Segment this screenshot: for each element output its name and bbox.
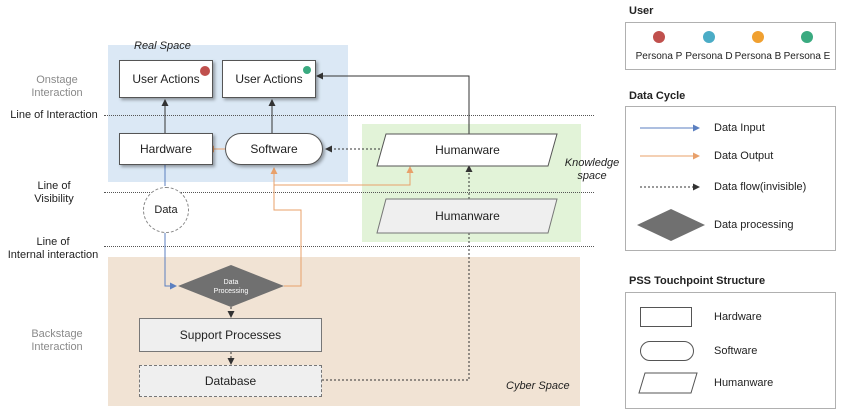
knowledge-space-label-line1: Knowledge bbox=[564, 157, 620, 169]
onstage-interaction-label: Onstage Interaction bbox=[22, 74, 92, 100]
data-processing-label: Data Processing bbox=[205, 278, 257, 296]
persona-e-icon bbox=[801, 31, 813, 43]
database-box: Database bbox=[139, 365, 322, 397]
line-of-visibility bbox=[104, 192, 594, 193]
persona-p-marker bbox=[200, 66, 210, 76]
backstage-interaction-label: Backstage Interaction bbox=[20, 328, 94, 354]
onstage-line1: Onstage bbox=[36, 74, 78, 86]
humanware-shape-1 bbox=[376, 133, 558, 167]
humanware-to-user-actions-arrow bbox=[316, 72, 470, 134]
user-actions-2-label: User Actions bbox=[235, 72, 303, 86]
onstage-line2: Interaction bbox=[31, 87, 83, 99]
line-of-interaction-label: Line of Interaction bbox=[10, 109, 98, 121]
data-to-processing-arrow bbox=[164, 231, 177, 290]
user-actions-1-label: User Actions bbox=[132, 72, 200, 86]
legend-software-label: Software bbox=[714, 345, 758, 357]
line-of-visibility-label: Line of Visibility bbox=[24, 180, 84, 206]
persona-b-icon bbox=[752, 31, 764, 43]
data-processing-line1: Data bbox=[223, 279, 239, 286]
legend-data-processing-diamond bbox=[637, 209, 705, 241]
data-processing-diamond bbox=[178, 265, 284, 307]
legend-hardware-shape bbox=[640, 307, 692, 327]
software-label: Software bbox=[250, 142, 298, 156]
persona-p-label: Persona P bbox=[635, 51, 683, 62]
legend-software-shape bbox=[640, 341, 694, 361]
user-actions-box-2: User Actions bbox=[222, 60, 316, 98]
processing-to-humanware-arrow bbox=[274, 166, 414, 186]
hardware-label: Hardware bbox=[139, 142, 193, 156]
knowledge-space-label: Knowledge space bbox=[562, 157, 622, 183]
support-processes-label: Support Processes bbox=[179, 328, 282, 342]
persona-d-icon bbox=[703, 31, 715, 43]
internal-line1: Line of bbox=[36, 236, 70, 248]
legend-data-output-label: Data Output bbox=[714, 150, 774, 162]
legend-humanware-shape bbox=[638, 372, 698, 394]
persona-e-marker bbox=[303, 66, 311, 74]
database-label: Database bbox=[204, 374, 257, 388]
humanware-shape-2 bbox=[376, 198, 558, 234]
legend-data-input-label: Data Input bbox=[714, 122, 765, 134]
data-label: Data bbox=[154, 204, 178, 216]
legend-hardware-label: Hardware bbox=[714, 311, 762, 323]
persona-p-icon bbox=[653, 31, 665, 43]
line-of-interaction bbox=[104, 115, 594, 116]
internal-line2: Internal interaction bbox=[7, 249, 99, 261]
processing-to-software-arrow bbox=[270, 167, 302, 287]
software-pill: Software bbox=[225, 133, 323, 165]
humanware-2-label: Humanware bbox=[435, 209, 500, 223]
database-to-humanware-arrow bbox=[322, 165, 473, 381]
hardware-box: Hardware bbox=[119, 133, 213, 165]
legend-data-flow-label: Data flow(invisible) bbox=[714, 181, 807, 193]
persona-e-label: Persona E bbox=[783, 51, 831, 62]
visibility-line1: Line of bbox=[37, 180, 71, 192]
knowledge-space-label-line2: space bbox=[577, 170, 607, 182]
persona-d-label: Persona D bbox=[685, 51, 733, 62]
humanware-1-label: Humanware bbox=[435, 143, 500, 157]
real-space-label: Real Space bbox=[134, 40, 191, 52]
visibility-line2: Visibility bbox=[34, 193, 74, 205]
user-legend-title: User bbox=[629, 5, 654, 17]
support-processes-box: Support Processes bbox=[139, 318, 322, 352]
legend-data-processing-label: Data processing bbox=[714, 219, 794, 231]
persona-b-label: Persona B bbox=[734, 51, 782, 62]
pss-legend-title: PSS Touchpoint Structure bbox=[629, 275, 766, 287]
legend-humanware-label: Humanware bbox=[714, 377, 774, 389]
cyber-space-label: Cyber Space bbox=[506, 380, 570, 392]
backstage-line1: Backstage bbox=[31, 328, 83, 340]
data-circle: Data bbox=[143, 187, 189, 233]
data-cycle-legend-title: Data Cycle bbox=[629, 90, 686, 102]
data-processing-line2: Processing bbox=[213, 288, 249, 295]
backstage-line2: Interaction bbox=[31, 341, 83, 353]
user-actions-box-1: User Actions bbox=[119, 60, 213, 98]
user-legend-panel bbox=[625, 22, 836, 70]
line-of-internal-interaction bbox=[104, 246, 594, 247]
line-of-internal-interaction-label: Line of Internal interaction bbox=[4, 236, 102, 262]
